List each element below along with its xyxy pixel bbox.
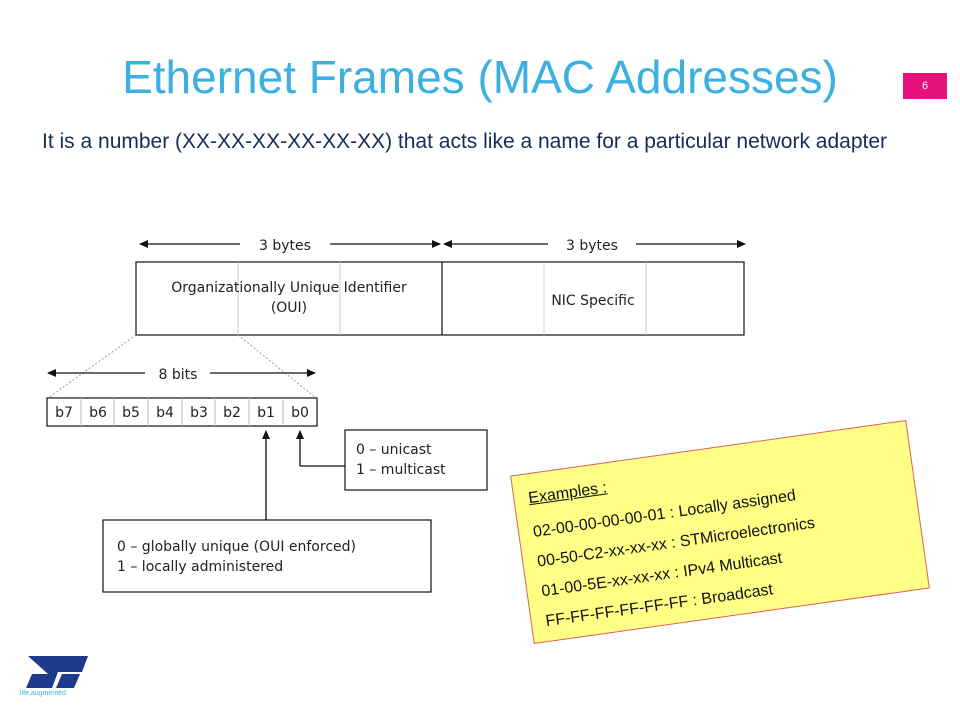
bit-cell: b3 [190,405,208,421]
slide-body-text: It is a number (XX-XX-XX-XX-XX-XX) that … [42,130,888,153]
slide-title: Ethernet Frames (MAC Addresses) [122,51,838,103]
oui-label-line2: (OUI) [271,300,307,316]
admin-box [102,519,432,593]
bit-cell: b5 [122,405,140,421]
address-box [135,261,745,336]
nic-specific-label: NIC Specific [551,293,634,309]
bytes-label-right: 3 bytes [566,238,618,254]
unicast-multicast-box [344,429,488,491]
multicast-label: 1 – multicast [356,462,446,478]
bit-cell: b4 [156,405,174,421]
bit-cell: b0 [291,405,309,421]
st-logo [26,656,88,688]
bit-cell: b1 [257,405,275,421]
bytes-label-left: 3 bytes [259,238,311,254]
bit-cell: b6 [89,405,107,421]
page-number-badge: 6 [903,73,947,99]
bit-cell: b2 [223,405,241,421]
bits-label: 8 bits [159,367,198,383]
unicast-label: 0 – unicast [356,442,432,458]
local-label: 1 – locally administered [117,559,283,575]
global-label: 0 – globally unique (OUI enforced) [117,539,356,555]
oui-label-line1: Organizationally Unique Identifier [171,280,407,296]
bit-cell: b7 [55,405,73,421]
logo-tagline: life.augmented [20,690,66,697]
